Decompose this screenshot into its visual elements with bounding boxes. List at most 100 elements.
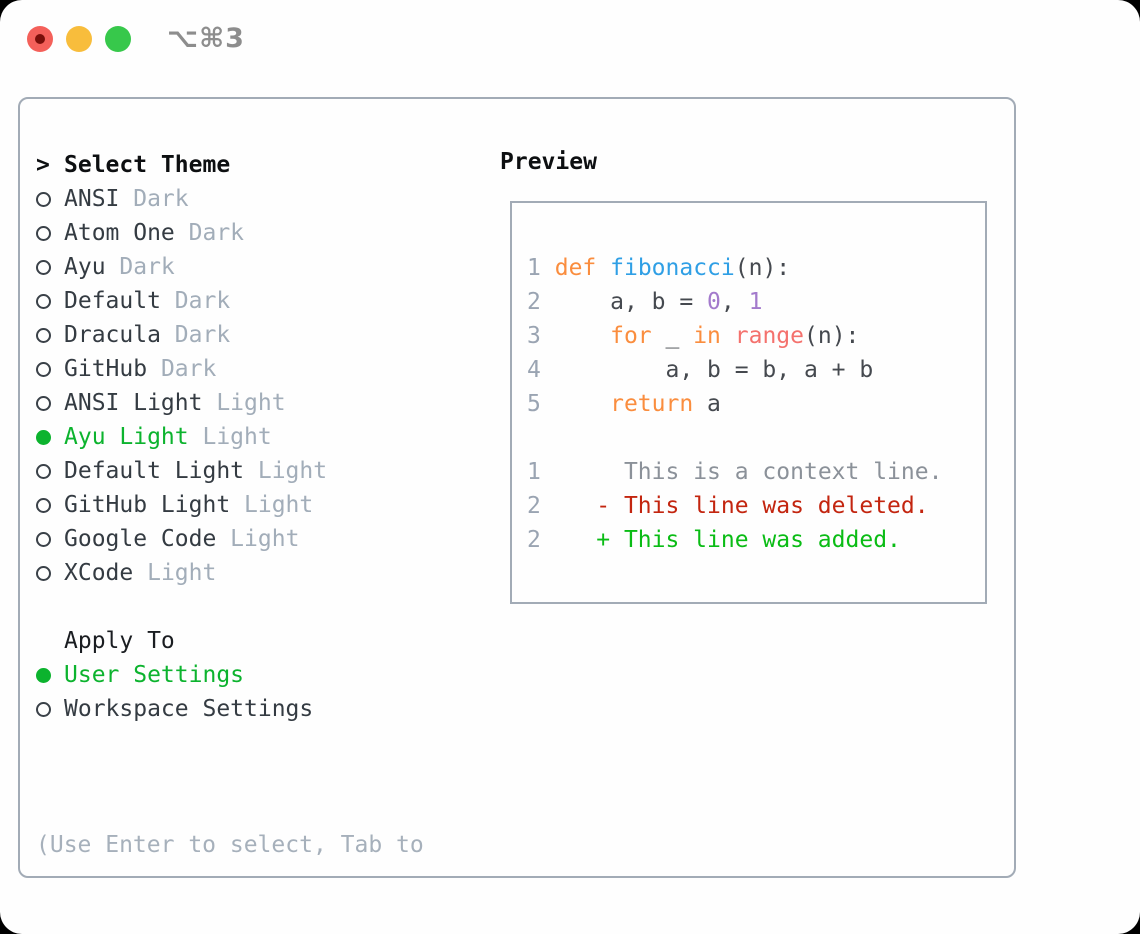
radio-unselected-icon: [36, 191, 51, 207]
close-dot-icon: [35, 34, 45, 44]
option-label: User Settings: [64, 662, 245, 688]
radio-cell: [36, 497, 64, 513]
close-button[interactable]: [27, 26, 53, 52]
radio-cell: [36, 191, 64, 207]
code-line: [527, 421, 942, 455]
option-label: Google Code: [64, 526, 217, 552]
code-line: 1 def fibonacci(n):: [527, 255, 791, 281]
code-line: 2 - This line was deleted.: [527, 493, 929, 519]
option-label: Default: [64, 288, 161, 314]
option-variant-label: Dark: [160, 288, 231, 314]
code-line: 1 This is a context line.: [527, 459, 943, 485]
option-label: GitHub Light: [64, 492, 231, 518]
spacer: [36, 726, 424, 760]
radio-unselected-icon: [36, 327, 51, 343]
apply-to-title: Apply To: [64, 628, 175, 654]
option-variant-label: Dark: [119, 186, 189, 212]
radio-cell: [36, 259, 64, 275]
apply-option-user-settings[interactable]: User Settings: [36, 658, 424, 692]
option-variant-label: Dark: [174, 220, 245, 246]
preview-box: 1 def fibonacci(n): 2 a, b = 0, 1 3 for _ …: [510, 201, 987, 604]
option-label: Dracula: [64, 322, 161, 348]
radio-selected-icon: [36, 667, 51, 683]
hint-line-2: change focus): [36, 930, 424, 934]
radio-cell: [36, 667, 64, 683]
radio-unselected-icon: [36, 361, 51, 377]
minimize-button[interactable]: [66, 26, 92, 52]
option-variant-label: Light: [244, 458, 328, 484]
radio-selected-icon: [36, 429, 51, 445]
option-variant-label: Light: [133, 560, 217, 586]
code-preview: 1 def fibonacci(n): 2 a, b = 0, 1 3 for _ …: [527, 251, 942, 557]
option-variant-label: Dark: [147, 356, 217, 382]
option-label: ANSI: [64, 186, 120, 212]
theme-option-github-light-light[interactable]: GitHub Light Light: [36, 488, 424, 522]
radio-unselected-icon: [36, 259, 51, 275]
radio-unselected-icon: [36, 497, 51, 513]
code-line: 2 a, b = 0, 1: [527, 289, 763, 315]
radio-unselected-icon: [36, 531, 51, 547]
spacer: [36, 590, 424, 624]
code-line: 5 return a: [527, 391, 721, 417]
prompt-caret-icon: >: [36, 152, 50, 178]
option-variant-label: Light: [188, 424, 272, 450]
theme-option-default-dark[interactable]: Default Dark: [36, 284, 424, 318]
option-variant-label: Light: [216, 526, 300, 552]
code-line: 2 + This line was added.: [527, 527, 901, 553]
theme-option-ayu-light-light[interactable]: Ayu Light Light: [36, 420, 424, 454]
radio-cell: [36, 327, 64, 343]
option-label: Default Light: [64, 458, 245, 484]
apply-to-header: Apply To: [36, 624, 424, 658]
radio-cell: [36, 701, 64, 717]
option-variant-label: Light: [230, 492, 314, 518]
theme-option-xcode-light[interactable]: XCode Light: [36, 556, 424, 590]
theme-option-ansi-dark[interactable]: ANSI Dark: [36, 182, 424, 216]
radio-cell: [36, 293, 64, 309]
option-label: ANSI Light: [64, 390, 203, 416]
radio-unselected-icon: [36, 293, 51, 309]
window-titlebar: ⌥⌘3: [27, 23, 245, 54]
option-label: Ayu: [64, 254, 106, 280]
radio-cell: [36, 531, 64, 547]
zoom-button[interactable]: [105, 26, 131, 52]
theme-option-github-dark[interactable]: GitHub Dark: [36, 352, 424, 386]
option-variant-label: Dark: [160, 322, 231, 348]
option-label: Workspace Settings: [64, 696, 314, 722]
radio-unselected-icon: [36, 565, 51, 581]
theme-option-google-code-light[interactable]: Google Code Light: [36, 522, 424, 556]
window-shortcut-label: ⌥⌘3: [167, 23, 245, 54]
radio-unselected-icon: [36, 463, 51, 479]
option-label: Ayu Light: [64, 424, 189, 450]
radio-cell: [36, 225, 64, 241]
theme-option-atom-one-dark[interactable]: Atom One Dark: [36, 216, 424, 250]
radio-cell: [36, 395, 64, 411]
option-variant-label: Light: [202, 390, 286, 416]
radio-unselected-icon: [36, 225, 51, 241]
code-line: 4 a, b = b, a + b: [527, 357, 874, 383]
hint-text: (Use Enter to select, Tab to change focu…: [36, 760, 424, 934]
radio-cell: [36, 429, 64, 445]
option-label: Atom One: [64, 220, 175, 246]
option-label: XCode: [64, 560, 134, 586]
radio-cell: [36, 565, 64, 581]
theme-option-ayu-dark[interactable]: Ayu Dark: [36, 250, 424, 284]
hint-line-1: (Use Enter to select, Tab to: [36, 832, 424, 858]
radio-cell: [36, 361, 64, 377]
select-theme-title: Select Theme: [64, 152, 231, 178]
radio-cell: [36, 463, 64, 479]
theme-option-dracula-dark[interactable]: Dracula Dark: [36, 318, 424, 352]
option-variant-label: Dark: [105, 254, 175, 280]
preview-title: Preview: [500, 149, 597, 175]
option-label: GitHub: [64, 356, 148, 382]
apply-option-workspace-settings[interactable]: Workspace Settings: [36, 692, 424, 726]
code-line: 3 for _ in range(n):: [527, 323, 860, 349]
theme-option-ansi-light-light[interactable]: ANSI Light Light: [36, 386, 424, 420]
radio-unselected-icon: [36, 701, 51, 717]
theme-option-default-light-light[interactable]: Default Light Light: [36, 454, 424, 488]
radio-unselected-icon: [36, 395, 51, 411]
